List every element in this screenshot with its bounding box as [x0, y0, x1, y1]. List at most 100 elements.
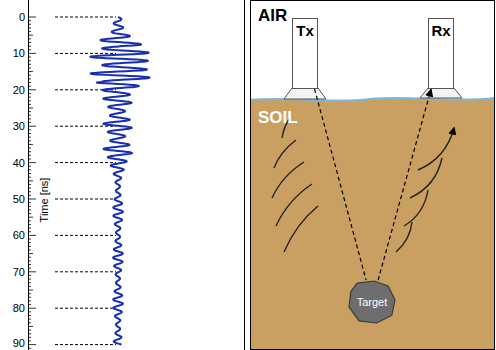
rx-antenna-base — [420, 88, 462, 98]
axis-tick — [29, 75, 32, 76]
axis-tick — [29, 253, 34, 254]
axis-tick — [29, 257, 32, 258]
axis-tick — [29, 86, 32, 87]
tx-antenna: Tx — [292, 18, 318, 89]
axis-tick — [29, 275, 32, 276]
axis-tick — [29, 133, 32, 134]
axis-tick — [29, 333, 32, 334]
axis-tick — [29, 188, 32, 189]
axis-tick — [29, 180, 34, 181]
transmitted-wavefronts — [272, 118, 318, 252]
axis-tick — [29, 184, 32, 185]
axis-tick — [29, 319, 32, 320]
air-region — [250, 0, 495, 350]
axis-tick — [29, 246, 32, 247]
signal-path — [315, 89, 366, 280]
tick-label: 0 — [19, 11, 25, 23]
axis-tick — [29, 311, 32, 312]
axis-tick — [29, 115, 32, 116]
axis-tick — [29, 67, 32, 68]
axis-tick — [29, 155, 32, 156]
axis-tick — [29, 122, 32, 123]
axis-tick — [29, 60, 32, 61]
axis-tick — [29, 330, 32, 331]
axis-tick — [29, 49, 32, 50]
axis-tick — [29, 344, 37, 345]
tick-label: 80 — [13, 302, 25, 314]
plot-border — [244, 0, 245, 350]
axis-tick — [29, 144, 34, 145]
axis-tick — [29, 300, 32, 301]
axis-tick — [29, 111, 32, 112]
axis-tick — [29, 231, 32, 232]
axis-tick — [29, 108, 34, 109]
axis-tick — [29, 286, 32, 287]
tick-label: 20 — [13, 84, 25, 96]
antenna-label: Tx — [296, 22, 314, 39]
axis-tick — [29, 195, 32, 196]
axis-tick — [29, 126, 37, 127]
axis-tick — [29, 322, 32, 323]
axis-tick — [29, 17, 37, 18]
axis-title: Time [ns] — [38, 178, 50, 223]
region-label: SOIL — [258, 108, 298, 128]
gridline — [55, 308, 116, 309]
reflected-wavefronts — [396, 128, 454, 252]
axis-tick — [29, 118, 32, 119]
plot-background — [0, 0, 246, 350]
axis-tick — [29, 173, 32, 174]
axis-tick — [29, 89, 37, 90]
axis-tick — [29, 129, 32, 130]
axis-tick — [29, 42, 32, 43]
axis-tick — [29, 46, 32, 47]
axis-tick — [29, 279, 32, 280]
axis-tick — [29, 177, 32, 178]
axis-tick — [29, 228, 32, 229]
axis-tick — [29, 308, 37, 309]
rock-shape — [349, 281, 395, 323]
axis-tick — [29, 148, 32, 149]
axis-tick — [29, 217, 34, 218]
axis-tick — [29, 224, 32, 225]
axis-tick — [29, 166, 32, 167]
axis-tick — [29, 38, 32, 39]
axis-tick — [29, 137, 32, 138]
region-label: AIR — [258, 6, 287, 26]
axis-tick — [29, 140, 32, 141]
axis-tick — [29, 326, 34, 327]
axis-tick — [29, 199, 37, 200]
gridline — [55, 162, 116, 163]
tick-label: 70 — [13, 266, 25, 278]
axis-tick — [29, 304, 32, 305]
tick-label: 60 — [13, 229, 25, 241]
axis-tick — [29, 162, 37, 163]
axis-tick — [29, 27, 32, 28]
axis-tick — [29, 213, 32, 214]
axis-tick — [29, 104, 32, 105]
axis-tick — [29, 337, 32, 338]
antenna-label: Rx — [431, 22, 450, 39]
tick-label: 50 — [13, 193, 25, 205]
soil-region — [250, 98, 495, 350]
axis-tick — [29, 315, 32, 316]
axis-tick — [29, 169, 32, 170]
axis-tick — [29, 290, 34, 291]
gridline — [55, 126, 116, 127]
tick-label: 40 — [13, 157, 25, 169]
axis-tick — [29, 239, 32, 240]
gridline — [55, 344, 116, 345]
axis-tick — [29, 271, 37, 272]
gridline — [55, 17, 116, 18]
axis-tick — [29, 53, 37, 54]
tick-label: 30 — [13, 120, 25, 132]
axis-tick — [29, 31, 32, 32]
axis-tick — [29, 20, 32, 21]
axis-tick — [29, 206, 32, 207]
axis-tick — [29, 93, 32, 94]
axis-tick — [29, 57, 32, 58]
axis-tick — [29, 78, 32, 79]
gridline — [55, 199, 116, 200]
axis-tick — [29, 191, 32, 192]
